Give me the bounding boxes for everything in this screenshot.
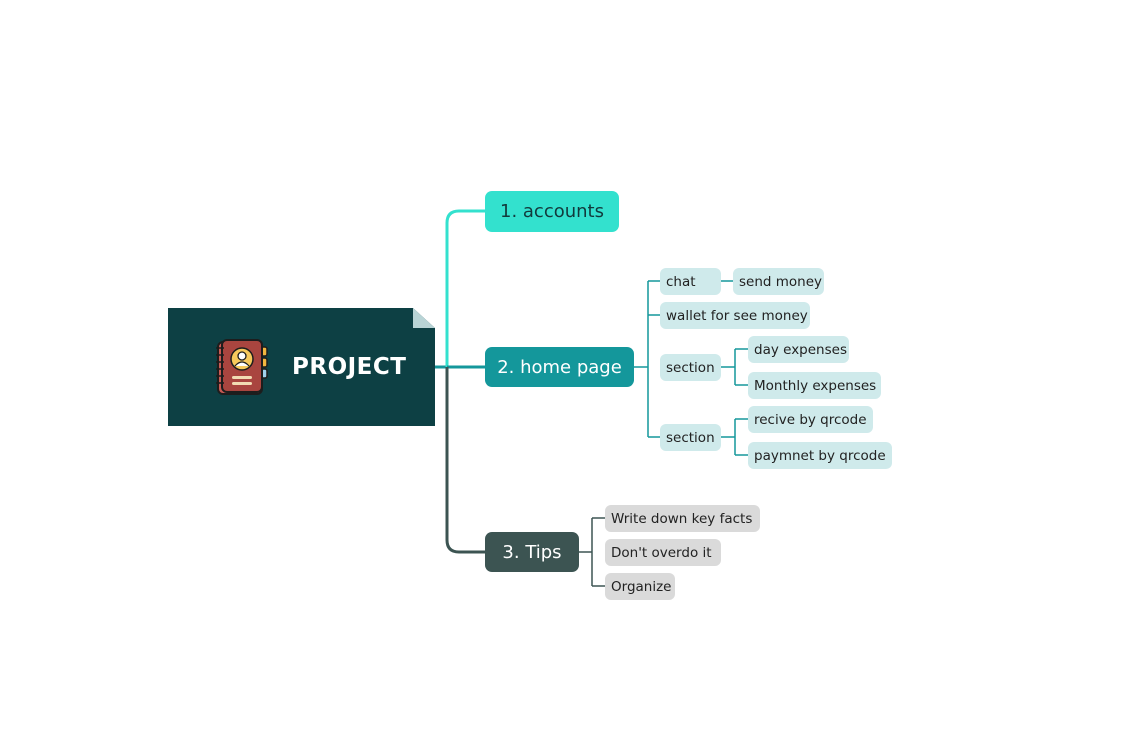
branch-accounts[interactable]: 1. accounts xyxy=(485,191,619,232)
branch-tips[interactable]: 3. Tips xyxy=(485,532,579,572)
subtopic-wallet[interactable]: wallet for see money xyxy=(660,302,810,329)
address-book-icon xyxy=(216,339,268,395)
subtopic-send-money[interactable]: send money xyxy=(733,268,824,295)
branch-home-page[interactable]: 2. home page xyxy=(485,347,634,387)
subtopic-chat[interactable]: chat xyxy=(660,268,721,295)
subtopic-section-qrcode[interactable]: section xyxy=(660,424,721,451)
root-title: PROJECT xyxy=(292,354,407,380)
subtopic-dont-overdo-it[interactable]: Don't overdo it xyxy=(605,539,721,566)
subtopic-write-down-key-facts[interactable]: Write down key facts xyxy=(605,505,760,532)
subtopic-monthly-expenses[interactable]: Monthly expenses xyxy=(748,372,881,399)
root-topic[interactable]: PROJECT xyxy=(168,308,435,426)
subtopic-recive-qrcode[interactable]: recive by qrcode xyxy=(748,406,873,433)
subtopic-paymnet-qrcode[interactable]: paymnet by qrcode xyxy=(748,442,892,469)
subtopic-organize[interactable]: Organize xyxy=(605,573,675,600)
subtopic-day-expenses[interactable]: day expenses xyxy=(748,336,849,363)
subtopic-section-expenses[interactable]: section xyxy=(660,354,721,381)
